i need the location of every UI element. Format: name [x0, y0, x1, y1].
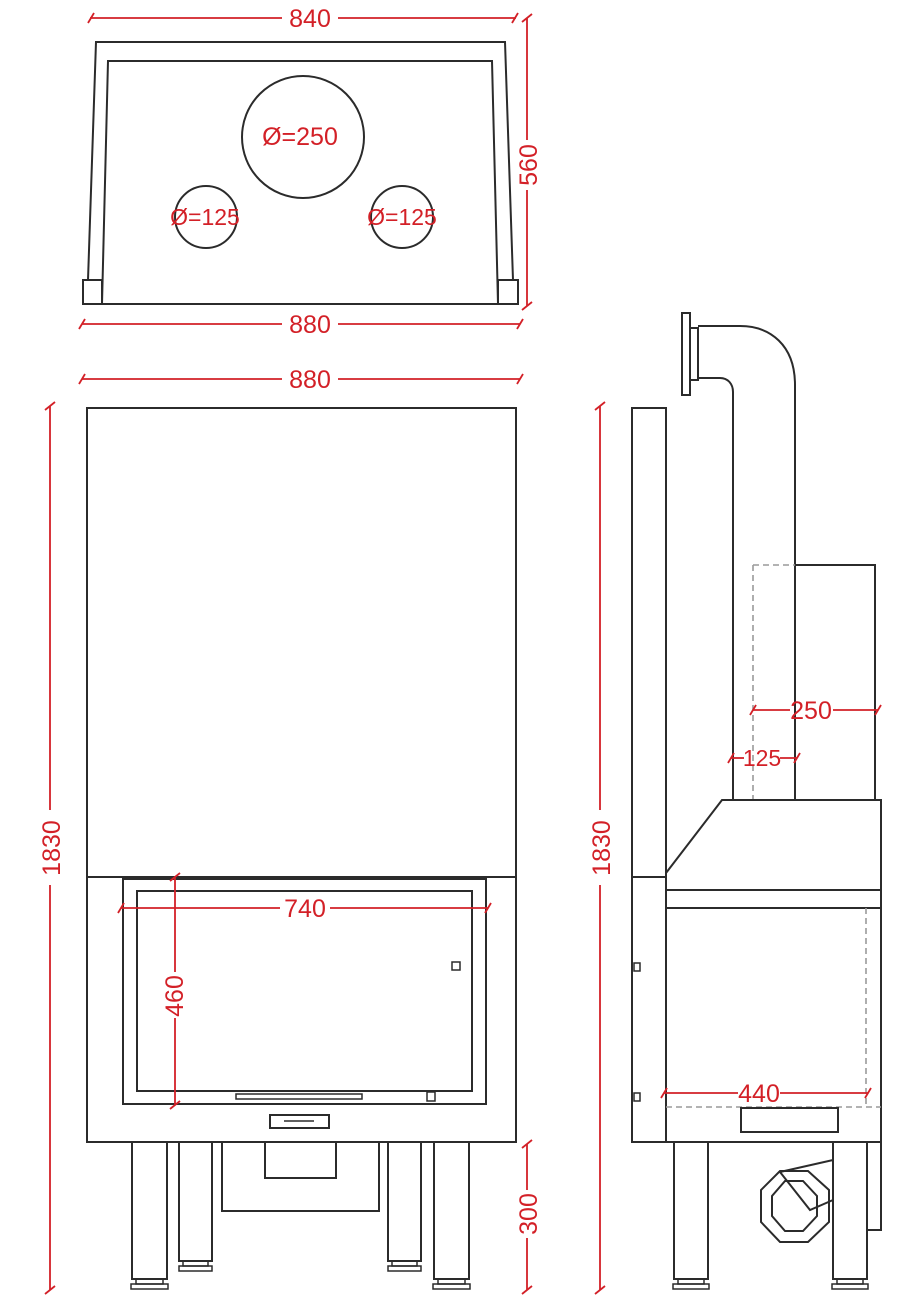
dim-side-height-1830: 1830	[588, 401, 616, 1295]
side-rear-box	[794, 564, 876, 801]
dim-glass-width-label: 740	[284, 895, 326, 923]
dim-duct-250: 250	[749, 697, 882, 725]
front-leg-inner-left	[178, 1141, 213, 1262]
side-foot-rear-base	[831, 1283, 869, 1290]
dim-duct-125-label: 125	[743, 745, 781, 771]
side-foot-front-base	[672, 1283, 710, 1290]
door-latch	[451, 961, 461, 971]
main-outlet-label: Ø=250	[262, 123, 338, 151]
front-leg-outer-right	[433, 1141, 470, 1280]
top-view-inner-outline	[101, 60, 499, 305]
dim-side-height-label: 1830	[588, 820, 616, 876]
dim-top-depth-label: 560	[515, 144, 543, 186]
side-leg-rear	[832, 1141, 868, 1280]
side-rear-bracket	[866, 1141, 882, 1231]
front-view: 880	[38, 366, 543, 1295]
dim-top-depth-560: 560	[515, 13, 543, 311]
air-control-slider	[269, 1114, 330, 1129]
dim-top-width-label: 840	[289, 5, 331, 33]
side-firebox-body	[665, 908, 882, 1143]
side-air-inlet-pipe	[778, 1158, 834, 1212]
right-air-outlet	[370, 185, 434, 249]
side-ash-drawer	[740, 1107, 839, 1133]
side-front-panel	[631, 407, 667, 1143]
dim-firebox-depth-440: 440	[660, 1080, 872, 1108]
right-outlet-label: Ø=125	[367, 204, 437, 230]
door-hinge	[426, 1091, 436, 1102]
front-foot-1-base	[130, 1283, 169, 1290]
front-foot-4-base	[387, 1265, 422, 1272]
side-air-inlet-octagon-inner	[771, 1180, 818, 1232]
top-view-outer-outline	[82, 41, 519, 305]
dim-glass-width-740: 740	[117, 895, 492, 923]
dim-leg-height-300: 300	[515, 1139, 543, 1295]
main-flue-outlet	[241, 75, 365, 199]
side-air-inlet-octagon-outer	[760, 1170, 830, 1243]
left-outlet-label: Ø=125	[170, 204, 240, 230]
dim-top-bottom-width-label: 880	[289, 311, 331, 339]
duct-inner-curve	[698, 377, 734, 800]
side-view: 1830 250	[588, 312, 882, 1295]
side-firebox-top-plate	[665, 889, 882, 909]
dim-front-width-880: 880	[78, 366, 524, 394]
side-base-legs	[672, 1141, 882, 1290]
top-view: Ø=250 Ø=125 Ø=125 840 560 880	[78, 5, 543, 339]
duct-flange	[681, 312, 691, 396]
front-ash-grille	[235, 1093, 363, 1100]
dim-glass-height-460: 460	[161, 872, 189, 1110]
side-hinge-bottom	[633, 1092, 641, 1102]
side-air-duct	[681, 312, 796, 800]
front-glass	[136, 890, 473, 1092]
dim-duct-125: 125	[727, 745, 801, 771]
dim-top-bottom-width-880: 880	[78, 311, 524, 339]
front-hood-panel	[86, 407, 517, 878]
front-ash-drawer	[264, 1141, 337, 1179]
side-firebox-top	[665, 799, 882, 890]
dim-leg-height-label: 300	[515, 1193, 543, 1235]
dim-front-height-1830: 1830	[38, 401, 66, 1295]
dim-front-width-label: 880	[289, 366, 331, 394]
left-air-outlet	[174, 185, 238, 249]
front-foot-3-base	[178, 1265, 213, 1272]
side-leg-front	[673, 1141, 709, 1280]
front-leg-outer-left	[131, 1141, 168, 1280]
front-foot-2-base	[432, 1283, 471, 1290]
front-door-frame	[122, 878, 487, 1105]
duct-outer-curve	[698, 325, 796, 800]
front-ash-box-housing	[221, 1141, 380, 1212]
front-leg-inner-right	[387, 1141, 422, 1262]
front-base-legs	[130, 1141, 471, 1290]
dim-glass-height-label: 460	[161, 975, 189, 1017]
dim-firebox-depth-label: 440	[738, 1080, 780, 1108]
side-hinge-top	[633, 962, 641, 972]
dim-front-height-label: 1830	[38, 820, 66, 876]
dim-top-width-840: 840	[87, 5, 519, 33]
duct-flange-inner	[689, 327, 699, 381]
dim-duct-250-label: 250	[790, 697, 832, 725]
